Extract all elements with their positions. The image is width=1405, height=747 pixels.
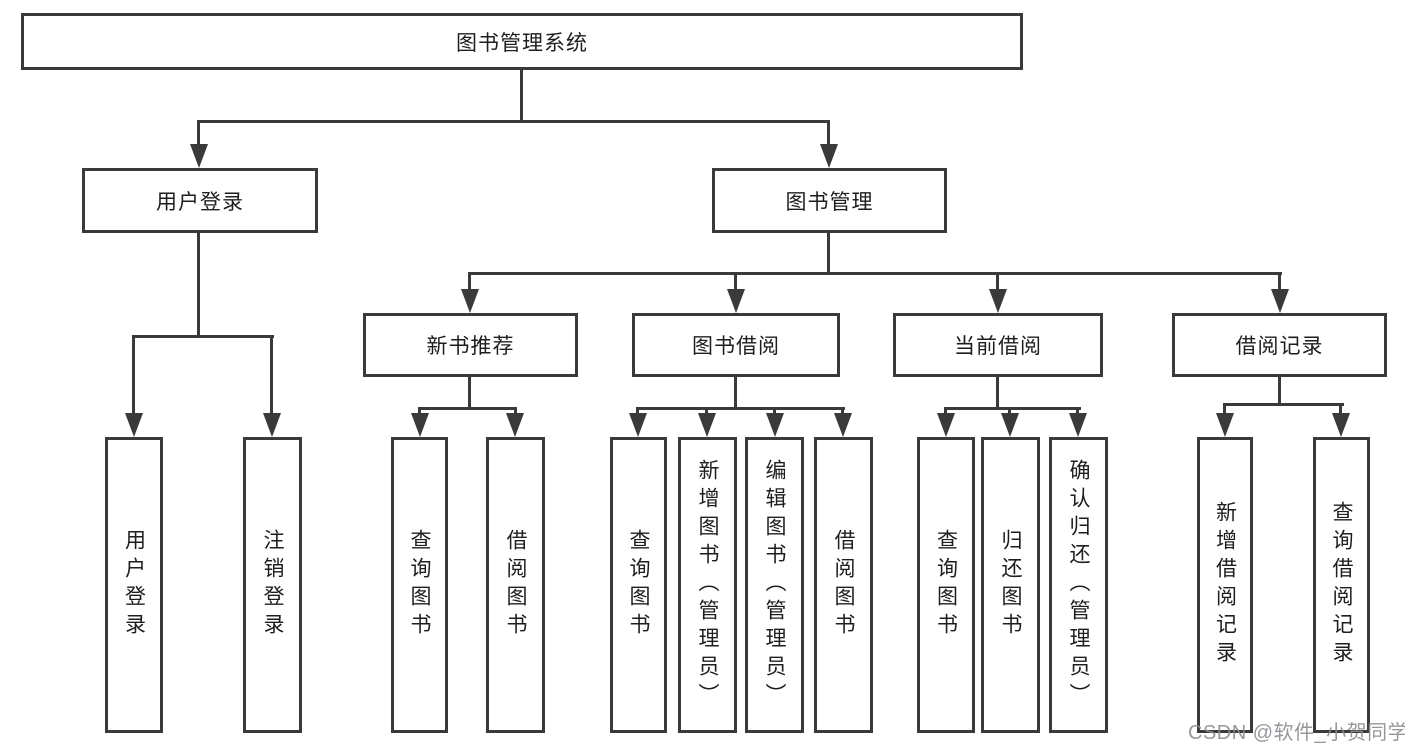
- connector-line: [996, 377, 999, 409]
- arrowhead-icon: [698, 413, 716, 437]
- connector-line: [468, 272, 471, 292]
- connector-line: [514, 407, 517, 417]
- arrowhead-icon: [506, 413, 524, 437]
- connector-line: [827, 233, 830, 275]
- arrowhead-icon: [820, 144, 838, 168]
- arrowhead-icon: [1271, 289, 1289, 313]
- watermark: CSDN @软件_小贺同学: [1188, 722, 1405, 744]
- arrowhead-icon: [125, 413, 143, 437]
- leaf-borrow-books-borrowing: 借阅图书: [814, 437, 873, 733]
- connector-line: [197, 120, 200, 148]
- leaf-return-books: 归还图书: [981, 437, 1040, 733]
- arrowhead-icon: [1001, 413, 1019, 437]
- connector-line: [1278, 272, 1281, 292]
- connector-line: [132, 335, 274, 338]
- connector-line: [1223, 403, 1226, 417]
- connector-line: [1076, 407, 1079, 417]
- arrowhead-icon: [461, 289, 479, 313]
- connector-line: [418, 407, 421, 417]
- connector-line: [734, 377, 737, 409]
- connector-line: [734, 272, 737, 292]
- connector-line: [1223, 403, 1344, 406]
- connector-line: [468, 377, 471, 409]
- connector-line: [636, 407, 639, 417]
- arrowhead-icon: [1216, 413, 1234, 437]
- leaf-query-books-borrowing: 查询图书: [610, 437, 667, 733]
- node-book-management: 图书管理: [712, 168, 947, 233]
- leaf-borrow-books-recommend: 借阅图书: [486, 437, 545, 733]
- connector-line: [996, 272, 999, 292]
- connector-line: [418, 407, 517, 410]
- connector-line: [636, 407, 845, 410]
- node-user-login: 用户登录: [82, 168, 318, 233]
- connector-line: [773, 407, 776, 417]
- connector-line: [827, 120, 830, 148]
- node-new-book-recommendation: 新书推荐: [363, 313, 578, 377]
- arrowhead-icon: [1332, 413, 1350, 437]
- connector-line: [1278, 377, 1281, 406]
- arrowhead-icon: [937, 413, 955, 437]
- connector-line: [270, 335, 273, 417]
- connector-line: [705, 407, 708, 417]
- arrowhead-icon: [411, 413, 429, 437]
- leaf-edit-book-admin: 编辑图书（管理员）: [745, 437, 804, 733]
- connector-line: [197, 120, 830, 123]
- arrowhead-icon: [834, 413, 852, 437]
- arrowhead-icon: [1069, 413, 1087, 437]
- leaf-add-book-admin: 新增图书（管理员）: [678, 437, 737, 733]
- connector-line: [1339, 403, 1342, 417]
- arrowhead-icon: [629, 413, 647, 437]
- connector-line: [520, 70, 523, 122]
- connector-line: [197, 233, 200, 338]
- node-current-borrowing: 当前借阅: [893, 313, 1103, 377]
- node-library-system: 图书管理系统: [21, 13, 1023, 70]
- connector-line: [468, 272, 1282, 275]
- leaf-query-books-current: 查询图书: [917, 437, 975, 733]
- arrowhead-icon: [190, 144, 208, 168]
- leaf-add-borrow-record: 新增借阅记录: [1197, 437, 1253, 733]
- leaf-logout: 注销登录: [243, 437, 302, 733]
- connector-line: [1008, 407, 1011, 417]
- node-book-borrowing: 图书借阅: [632, 313, 840, 377]
- leaf-confirm-return-admin: 确认归还（管理员）: [1049, 437, 1108, 733]
- arrowhead-icon: [263, 413, 281, 437]
- connector-line: [132, 335, 135, 417]
- arrowhead-icon: [989, 289, 1007, 313]
- leaf-user-login: 用户登录: [105, 437, 163, 733]
- leaf-query-borrow-record: 查询借阅记录: [1313, 437, 1370, 733]
- leaf-query-books-recommend: 查询图书: [391, 437, 448, 733]
- connector-line: [944, 407, 1081, 410]
- node-borrowing-records: 借阅记录: [1172, 313, 1387, 377]
- connector-line: [841, 407, 844, 417]
- arrowhead-icon: [727, 289, 745, 313]
- connector-line: [944, 407, 947, 417]
- arrowhead-icon: [766, 413, 784, 437]
